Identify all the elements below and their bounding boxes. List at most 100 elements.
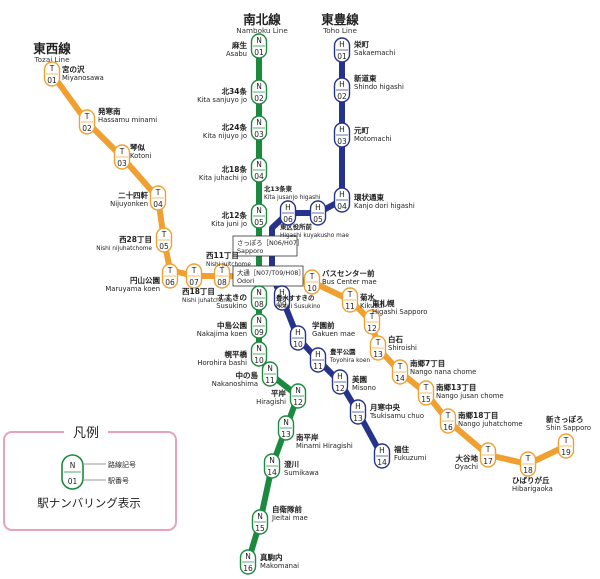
station-name-en: Nishi juitchome	[206, 262, 251, 268]
station-name-ja: ひばりが丘	[512, 475, 550, 485]
station-name-en: Hibarigaoka	[512, 485, 553, 493]
station-name-ja: 豊平公園	[330, 347, 356, 356]
station-marker-number: 18	[523, 466, 533, 475]
station-marker-letter: T	[563, 436, 569, 445]
station-marker-number: 09	[254, 328, 264, 337]
station-marker-letter: H	[355, 402, 361, 411]
station-marker-number: 16	[243, 564, 253, 573]
station-marker-letter: H	[379, 446, 385, 455]
station-marker-number: 14	[395, 374, 405, 383]
station-marker-number: 13	[281, 430, 291, 439]
station-marker: N01	[250, 33, 268, 59]
station-marker-number: 03	[117, 159, 127, 168]
station-marker-letter: N	[256, 82, 262, 91]
legend-frame	[3, 431, 177, 531]
station-name-en: Horohira bashi	[197, 359, 247, 367]
station-marker: T06	[161, 263, 179, 289]
station-marker: N03	[250, 115, 268, 141]
station-marker-number: 17	[483, 457, 493, 466]
station-name-en: Nishi nijuhatchome	[96, 246, 152, 252]
station-name-en: Higashi kuyakusho mae	[280, 233, 349, 239]
station-name-ja: 元町	[354, 126, 369, 135]
station-name-en: Asabu	[226, 50, 247, 58]
line-name-ja: 東豊線	[321, 12, 359, 27]
station-name-en: Bus Center mae	[322, 278, 377, 286]
station-marker-letter: H	[315, 350, 321, 359]
legend-marker-letter: N	[70, 461, 76, 470]
line-name-en: Toho Line	[322, 26, 357, 35]
station-name-en: Nishi juhatchome	[182, 298, 233, 304]
station-marker: N14	[263, 453, 281, 479]
station-marker: T12	[363, 309, 381, 335]
station-marker-letter: N	[257, 512, 263, 521]
station-name-en: Hosui Susukino	[276, 304, 321, 310]
station-name-ja: 中の島	[236, 370, 259, 380]
legend-caption: 駅ナンバリング表示	[37, 496, 141, 510]
line-header-namboku: 南北線 Namboku Line	[236, 12, 288, 35]
legend-marker-number: 01	[68, 477, 78, 486]
transfer-box-subtitle: Odori	[237, 277, 255, 285]
route-line-tozai	[49, 71, 569, 467]
station-marker: H 14	[373, 443, 391, 469]
station-name-en: Toyohira koen	[329, 358, 370, 364]
station-name-en: Susukino	[216, 302, 247, 310]
station-name-en: Nakajima koen	[197, 330, 247, 338]
legend: 凡例 N 01 路線記号 駅番号 駅ナンバリング表示	[3, 424, 177, 531]
station-marker-number: 02	[82, 124, 92, 133]
line-name-ja: 南北線	[243, 12, 281, 27]
station-name-ja: 南郷13丁目	[436, 382, 476, 392]
station-name-en: Oyachi	[455, 463, 479, 471]
station-name-ja: 平岸	[271, 388, 286, 398]
station-marker-letter: N	[295, 386, 301, 395]
line-header-toho: 東豊線 Toho Line	[321, 12, 359, 35]
station-marker-number: 14	[377, 458, 387, 467]
station-marker: T 02	[78, 109, 96, 135]
station-marker: H02	[333, 77, 351, 103]
legend-title: 凡例	[73, 426, 99, 441]
legend-route-code-label: 路線記号	[108, 460, 136, 469]
station-marker-number: 16	[443, 423, 453, 432]
station-marker-letter: T	[84, 112, 90, 121]
station-marker-number: 04	[153, 200, 163, 209]
station-name-en: Fukuzumi	[394, 454, 426, 462]
station-marker-letter: N	[256, 36, 262, 45]
station-marker: N02	[250, 79, 268, 105]
station-marker-letter: N	[256, 288, 262, 297]
station-marker: T19	[557, 433, 575, 459]
station-name-en: Sakaemachi	[354, 49, 395, 57]
station-marker-letter: T	[423, 383, 429, 392]
station-marker-letter: H	[339, 190, 345, 199]
station-name-ja: 南平岸	[296, 432, 319, 442]
station-marker-number: 08	[217, 278, 227, 287]
station-marker-number: 02	[337, 92, 347, 101]
station-name-en: Sumikawa	[284, 469, 319, 477]
transfer-box-title: さっぽろ［N06/H07］	[237, 238, 303, 247]
station-name-en: Makomanai	[260, 562, 299, 570]
station-marker-number: 11	[313, 362, 323, 371]
station-marker-letter: N	[256, 118, 262, 127]
station-marker: N15	[251, 509, 269, 535]
station-marker-number: 13	[353, 414, 363, 423]
station-marker-letter: T	[219, 266, 225, 275]
station-name-ja: 西18丁目	[182, 287, 215, 296]
station-marker: H12	[331, 369, 349, 395]
station-marker: T17	[479, 442, 497, 468]
